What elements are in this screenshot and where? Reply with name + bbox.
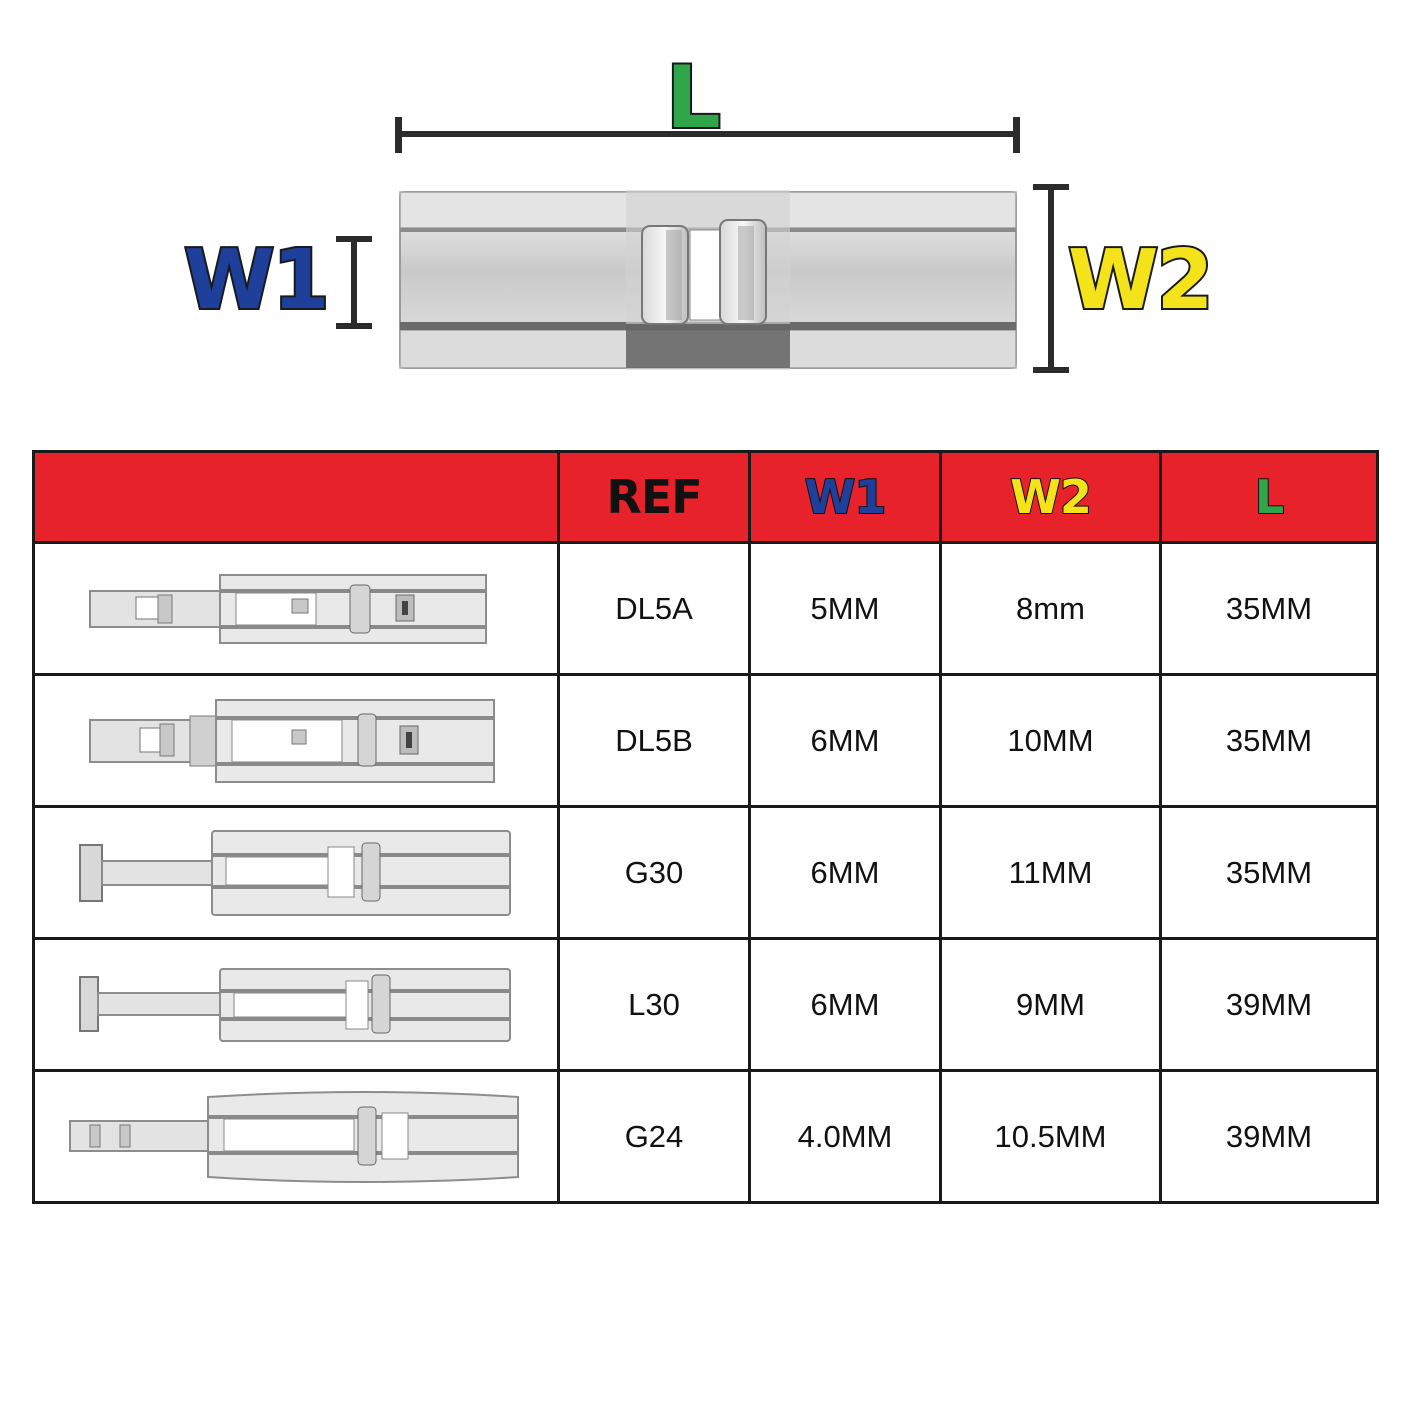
deployment-clasp-icon: [399, 190, 1017, 370]
ref-cell: G30: [557, 805, 751, 940]
clasp-g30-icon: [79, 829, 511, 916]
clasp-g24-icon: [69, 1090, 519, 1183]
w1-cell: 6MM: [748, 937, 942, 1072]
w1-cell: 6MM: [748, 805, 942, 940]
w1-cell: 5MM: [748, 541, 942, 676]
width1-dimension-line: [351, 236, 357, 328]
width1-label: W1: [182, 233, 331, 328]
w1-cell: 4.0MM: [748, 1069, 942, 1204]
l-cell: 35MM: [1159, 805, 1379, 940]
l-cell: 39MM: [1159, 1069, 1379, 1204]
l-cell: 35MM: [1159, 673, 1379, 808]
clasp-image-cell: [32, 1069, 560, 1204]
ref-cell: L30: [557, 937, 751, 1072]
header-w2: W2: [939, 450, 1162, 544]
width2-dimension-line: [1048, 186, 1054, 372]
width2-dimension-cap-bottom: [1033, 367, 1069, 373]
clasp-image-cell: [32, 673, 560, 808]
header-l: L: [1159, 450, 1379, 544]
ref-cell: DL5B: [557, 673, 751, 808]
length-dimension-cap-right: [1013, 117, 1020, 153]
table-header-row: REF W1 W2 L: [32, 450, 1379, 544]
w2-cell: 11MM: [939, 805, 1162, 940]
w2-cell: 10.5MM: [939, 1069, 1162, 1204]
clasp-l30-icon: [79, 967, 511, 1042]
table-row: DL5A 5MM 8mm 35MM: [32, 541, 1379, 676]
clasp-dl5b-icon: [89, 698, 495, 783]
clasp-image-cell: [32, 805, 560, 940]
table-row: G30 6MM 11MM 35MM: [32, 805, 1379, 940]
w1-cell: 6MM: [748, 673, 942, 808]
width2-label: W2: [1066, 233, 1215, 328]
w2-cell: 10MM: [939, 673, 1162, 808]
clasp-spec-table: REF W1 W2 L: [32, 450, 1379, 1204]
clasp-image-cell: [32, 937, 560, 1072]
width1-dimension-cap-bottom: [336, 323, 372, 329]
l-cell: 39MM: [1159, 937, 1379, 1072]
ref-cell: DL5A: [557, 541, 751, 676]
w2-cell: 8mm: [939, 541, 1162, 676]
table-row: G24 4.0MM 10.5MM 39MM: [32, 1069, 1379, 1204]
w2-cell: 9MM: [939, 937, 1162, 1072]
l-cell: 35MM: [1159, 541, 1379, 676]
clasp-dl5a-icon: [89, 573, 487, 644]
table-row: DL5B 6MM 10MM 35MM: [32, 673, 1379, 808]
width2-dimension-cap-top: [1033, 184, 1069, 190]
length-label: L: [664, 48, 723, 148]
table-row: L30 6MM 9MM 39MM: [32, 937, 1379, 1072]
width1-dimension-cap-top: [336, 236, 372, 242]
ref-cell: G24: [557, 1069, 751, 1204]
length-dimension-line: [398, 131, 1020, 137]
clasp-image-cell: [32, 541, 560, 676]
length-dimension-cap-left: [395, 117, 402, 153]
header-ref: REF: [557, 450, 751, 544]
header-image: [32, 450, 560, 544]
header-w1: W1: [748, 450, 942, 544]
dimension-diagram: L W1 W2: [0, 0, 1417, 420]
